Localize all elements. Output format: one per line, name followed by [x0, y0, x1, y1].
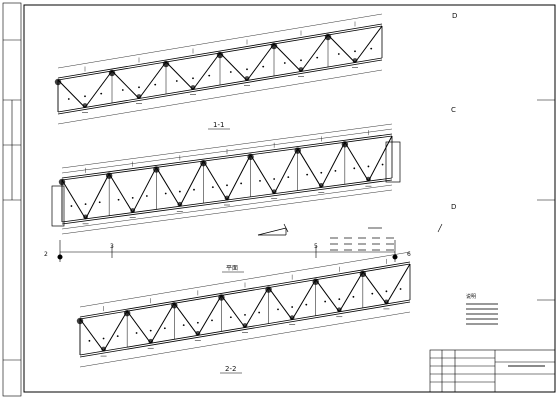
section-arrow-symbol: [257, 223, 289, 236]
grid-label-d-top: D: [452, 12, 457, 20]
grid-label-d-mid: D: [451, 203, 456, 211]
title-block: [429, 349, 556, 393]
member-schedule-block: [330, 227, 394, 251]
plan-view-label: 平面: [226, 265, 238, 272]
axis-dimension-line: [57, 240, 398, 262]
axis-label-6: 6: [407, 251, 411, 258]
truss-plan-view: [51, 123, 401, 235]
grid-label-c: C: [451, 106, 456, 114]
notes-heading: 说明: [466, 293, 476, 300]
truss-section-2-2: [76, 251, 411, 368]
axis-label-5: 5: [314, 243, 318, 250]
right-grid-marks: [537, 99, 555, 301]
left-binding-strip: [2, 2, 22, 397]
drawing-frame: [23, 4, 556, 393]
general-notes-lines: [466, 303, 498, 325]
section-title-2-2: 2-2: [225, 365, 236, 373]
axis-label-2: 2: [44, 251, 48, 258]
section-title-1-1: 1-1: [213, 121, 224, 129]
truss-section-1-1: [54, 13, 383, 125]
axis-label-3: 3: [110, 243, 114, 250]
leader-mark: [437, 223, 443, 233]
